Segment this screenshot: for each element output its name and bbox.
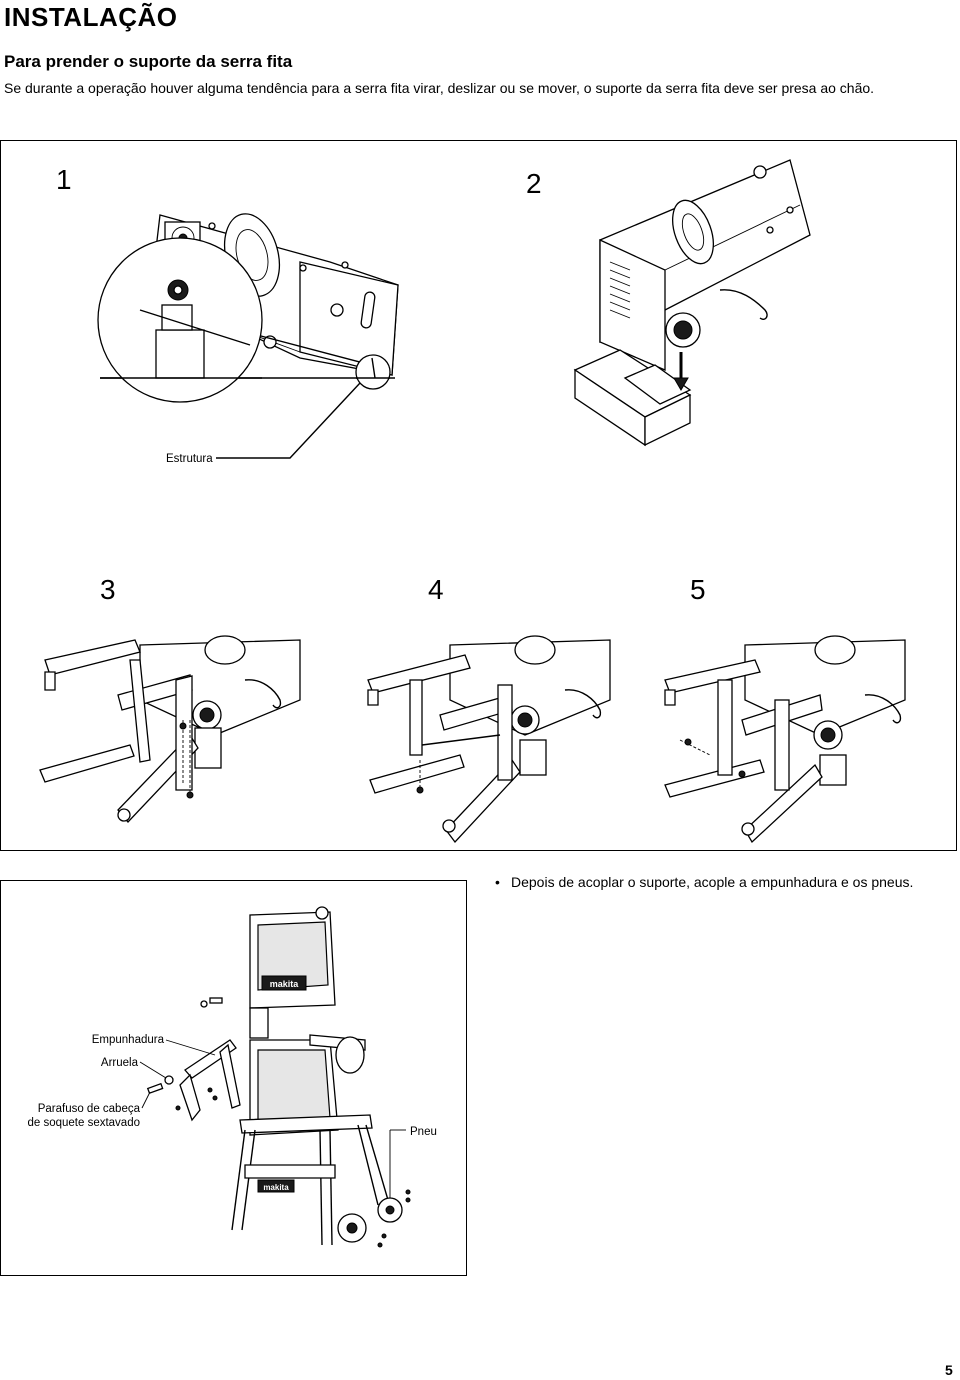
step-number-4: 4 xyxy=(428,574,444,605)
assembled-saw-illustration: makita makita xyxy=(139,906,411,1248)
step-number-2: 2 xyxy=(526,168,542,199)
label-pneu: Pneu xyxy=(410,1125,437,1139)
section-title: Para prender o suporte da serra fita xyxy=(4,52,293,71)
step-number-3: 3 xyxy=(100,574,116,605)
step-4-illustration xyxy=(367,635,611,844)
brand-logo-upper: makita xyxy=(270,979,300,989)
page-heading: INSTALAÇÃO xyxy=(4,2,178,32)
note-bullet: • xyxy=(495,874,500,890)
steps-figure-frame xyxy=(0,140,957,851)
label-parafuso-line1: Parafuso de cabeça xyxy=(37,1103,140,1115)
step-3-illustration xyxy=(39,635,301,823)
label-parafuso: Parafuso de cabeça de soquete sextavado xyxy=(8,1102,140,1130)
assembly-note: • Depois de acoplar o suporte, acople a e… xyxy=(495,874,913,890)
label-empunhadura: Empunhadura xyxy=(80,1033,164,1047)
label-arruela: Arruela xyxy=(80,1056,138,1070)
step-2-illustration xyxy=(573,159,811,447)
step-number-5: 5 xyxy=(690,574,706,605)
step-5-illustration xyxy=(664,635,906,844)
brand-logo-stand: makita xyxy=(263,1183,289,1192)
handle-wheels-figure-frame xyxy=(0,880,467,1276)
step-1-illustration xyxy=(97,213,399,459)
intro-paragraph: Se durante a operação houver alguma tend… xyxy=(4,80,875,96)
label-parafuso-line2: de soquete sextavado xyxy=(27,1117,140,1129)
page-number: 5 xyxy=(945,1362,953,1378)
step-number-1: 1 xyxy=(56,164,72,195)
label-estrutura: Estrutura xyxy=(166,452,213,466)
note-text: Depois de acoplar o suporte, acople a em… xyxy=(511,874,914,890)
